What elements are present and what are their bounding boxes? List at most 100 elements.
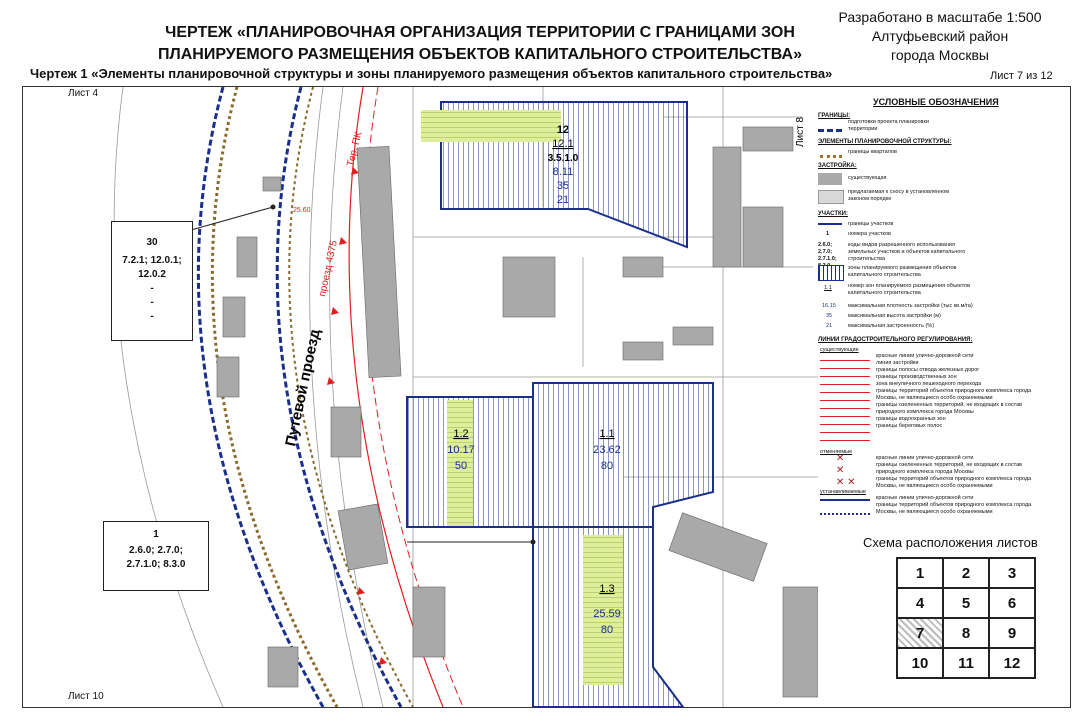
map-area[interactable]: 12 12.1 3.5.1.0 8.11 35 21 1.2 10.17 50 … <box>23 87 818 707</box>
dimension-label: 25.60 <box>293 207 311 214</box>
legend-lines-new: устанавливаемые <box>820 489 866 495</box>
district-text: Алтуфьевский район <box>871 28 1009 44</box>
sheet-bottom-label: Лист 10 <box>68 691 104 702</box>
legend-density-symbol: 16.15 <box>822 303 836 309</box>
zone-12-sub: 12.1 <box>552 138 573 150</box>
zone-1-1[interactable] <box>532 382 714 528</box>
legend-demolish-text: предлагаемая к сносу в установленном зак… <box>848 189 950 202</box>
legend-line2-2: границы территорий объектов природного к… <box>876 476 1032 489</box>
legend-cancel-x-icon: ✕✕✕ ✕ <box>836 453 856 488</box>
legend-line2-1: границы озелененных территорий, не входя… <box>876 462 1023 475</box>
legend-zone-symbol <box>818 265 844 281</box>
zone-12-coverage: 21 <box>557 194 569 206</box>
legend-build-heading: ЗАСТРОЙКА: <box>818 163 857 169</box>
legend-new-line2-symbol <box>820 511 870 515</box>
legend-existing-symbol <box>818 173 842 185</box>
sheet-layout-grid: 1 2 3 4 5 6 7 8 9 10 11 12 <box>896 557 1036 679</box>
zone-12-code: 3.5.1.0 <box>548 153 579 164</box>
sheet-cell-7[interactable]: 7 <box>897 618 943 648</box>
legend-plot-num-symbol: 1 <box>826 231 830 237</box>
sheet-right-label: Лист 8 <box>795 116 806 147</box>
legend-line3-0: красные линии улично-дорожной сети <box>876 495 974 501</box>
street-label: Путевой проезд <box>282 327 324 448</box>
legend-zone-num-text: номер зон планируемого размещения объект… <box>848 283 971 296</box>
legend-lines3-list: красные линии улично-дорожной сети грани… <box>876 495 1046 516</box>
street-label-2: проезд 4375 <box>317 239 340 298</box>
sheet-cell-4[interactable]: 4 <box>897 588 943 618</box>
drawing-frame: 12 12.1 3.5.1.0 8.11 35 21 1.2 10.17 50 … <box>22 86 1071 708</box>
sheet-number: Лист 7 из 12 <box>990 70 1053 82</box>
legend-coverage-text: максимальная застроенность (%) <box>848 323 935 329</box>
zone-1-2-green <box>447 400 473 526</box>
legend-new-line-symbol <box>820 499 870 501</box>
sheet-cell-9[interactable]: 9 <box>989 618 1035 648</box>
zone-12-height: 35 <box>557 180 569 192</box>
callout-30-leader <box>190 206 274 231</box>
zone-12-green <box>421 110 561 142</box>
legend-lines-cancel: отменяемые <box>820 449 853 455</box>
zone-12-id: 12 <box>557 124 569 136</box>
zone-1-2-density: 10.17 <box>447 444 475 456</box>
zone-1-1-sub: 1.1 <box>599 428 614 440</box>
zone-1-1-height: 80 <box>601 460 613 472</box>
legend-line-4: зона внеуличного пешеходного перехода <box>876 381 982 387</box>
callout-plot-30: 30 7.2.1; 12.0.1; 12.0.2 - - - <box>111 221 193 341</box>
legend-quarter-symbol <box>820 149 842 158</box>
legend-elements-heading: ЭЛЕМЕНТЫ ПЛАНИРОВОЧНОЙ СТРУКТУРЫ: <box>818 139 952 145</box>
legend-line-8: границы береговых полос <box>876 423 943 429</box>
legend-line-3: границы производственных зон <box>876 374 957 380</box>
legend-plot-border-text: границы участков <box>848 221 894 227</box>
callout-30-num: 30 <box>146 237 158 248</box>
sheet-cell-6[interactable]: 6 <box>989 588 1035 618</box>
legend-line-2: границы полосы отвода железных дорог <box>876 367 980 373</box>
drawing-subtitle: Чертеж 1 «Элементы планировочной структу… <box>30 66 833 81</box>
zone-1-3-green <box>583 535 623 685</box>
legend-plots-heading: УЧАСТКИ: <box>818 211 848 217</box>
callout-plot-1: 1 2.6.0; 2.7.0; 2.7.1.0; 8.3.0 <box>103 521 209 591</box>
city-text: города Москвы <box>891 47 989 63</box>
legend-line-7: границы водоохранных зон <box>876 416 946 422</box>
sheet-cell-3[interactable]: 3 <box>989 558 1035 588</box>
sheet-cell-11[interactable]: 11 <box>943 648 989 678</box>
legend-line2-0: красные линии улично-дорожной сети <box>876 455 974 461</box>
legend-line-5: границы территорий объектов природного к… <box>876 388 1032 401</box>
legend-border-symbol <box>818 123 842 132</box>
callout-30-point <box>270 204 276 210</box>
legend-lines-list: красные линии улично-дорожной сети линия… <box>876 353 1046 430</box>
sheet-cell-5[interactable]: 5 <box>943 588 989 618</box>
legend-coverage-symbol: 21 <box>826 323 833 329</box>
callout-1-num: 1 <box>153 529 159 540</box>
railway-line-3 <box>275 87 403 707</box>
legend: УСЛОВНЫЕ ОБОЗНАЧЕНИЯ ГРАНИЦЫ: подготовки… <box>818 87 1070 707</box>
legend-height-symbol: 35 <box>826 313 833 319</box>
railway-line-4 <box>288 87 414 707</box>
title-line-2: ПЛАНИРУЕМОГО РАЗМЕЩЕНИЯ ОБЪЕКТОВ КАПИТАЛ… <box>157 46 803 63</box>
drawing-title: ЧЕРТЕЖ «ПЛАНИРОВОЧНАЯ ОРГАНИЗАЦИЯ ТЕРРИТ… <box>100 22 860 66</box>
existing-buildings <box>216 126 818 698</box>
legend-lines-existing: существующие <box>820 347 859 353</box>
zone-labels: 12 12.1 3.5.1.0 8.11 35 21 1.2 10.17 50 … <box>447 124 621 636</box>
callout-1-codes1: 2.6.0; 2.7.0; <box>129 545 183 556</box>
sheet-cell-12[interactable]: 12 <box>989 648 1035 678</box>
legend-existing-text: существующая <box>848 175 887 181</box>
zone-1-2-height: 50 <box>455 460 467 472</box>
sheet-cell-2[interactable]: 2 <box>943 558 989 588</box>
zone-1-1-density: 23.62 <box>593 444 621 456</box>
legend-lines-symbols <box>820 357 870 441</box>
callout-30-d1: - <box>150 283 154 294</box>
zone-12-density: 8.11 <box>553 166 574 178</box>
legend-line3-1: границы территорий объектов природного к… <box>876 502 1032 515</box>
sheet-cell-8[interactable]: 8 <box>943 618 989 648</box>
callout-30-codes1: 7.2.1; 12.0.1; <box>122 255 182 266</box>
legend-zone-num-symbol: 1.1 <box>824 285 832 291</box>
callout-1-point <box>530 539 536 545</box>
legend-height-text: максимальная высота застройки (м) <box>848 313 941 319</box>
scale-block: Разработано в масштабе 1:500 Алтуфьевски… <box>820 8 1060 65</box>
sheet-cell-10[interactable]: 10 <box>897 648 943 678</box>
map-svg: 12 12.1 3.5.1.0 8.11 35 21 1.2 10.17 50 … <box>113 87 818 707</box>
sheet-top-label: Лист 4 <box>68 88 99 99</box>
legend-plot-border-symbol <box>818 223 842 225</box>
scheme-title: Схема расположения листов <box>863 535 1038 550</box>
sheet-cell-1[interactable]: 1 <box>897 558 943 588</box>
legend-title: УСЛОВНЫЕ ОБОЗНАЧЕНИЯ <box>873 97 999 107</box>
